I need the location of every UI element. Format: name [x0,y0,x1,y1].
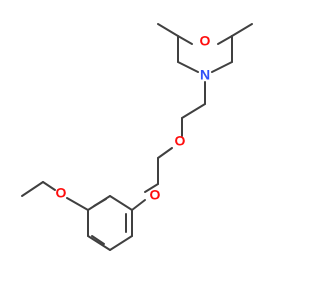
bond-n-c-lower-left [177,61,199,73]
bond-o-c-right [217,35,233,45]
morpholine-oxygen-label: O [200,33,211,49]
bond-ethoxy-ch2-ch3 [21,181,44,197]
bond-ethoxy-o-ch2 [42,181,56,191]
ethoxy-oxygen-label: O [56,185,67,201]
linker-chain [131,81,206,211]
bond-c-lower-right-n [211,61,233,73]
bond-o1-ch2-3 [157,147,173,159]
ether-oxygen-1-label: O [175,133,186,149]
structure-canvas: O N O O O [21,23,253,251]
bond-c-left-methyl [157,23,179,37]
bond-ch2-4-o2 [144,183,159,193]
bond-c-right-methyl [231,23,253,37]
aryl-double-bond-2 [91,235,105,245]
aryl-bond-6 [109,195,133,211]
bond-aryl-ethoxy-o [66,197,89,211]
bond-c-left-o [177,35,193,45]
ether-oxygen-2-label: O [150,187,161,203]
benzene-ring [87,195,133,251]
morpholine-nitrogen-label: N [200,67,210,83]
bond-ch2-1-ch2-2 [181,103,206,119]
morpholine-ring [157,23,253,73]
aryl-bond-2 [109,235,133,251]
aryl-double-bond-3 [93,198,107,207]
aryl-bond-3 [87,235,111,251]
ethoxy-group [21,181,89,211]
molecule-structure-diagram: O N O O O [21,23,253,251]
bond-o2-aryl [131,199,146,211]
